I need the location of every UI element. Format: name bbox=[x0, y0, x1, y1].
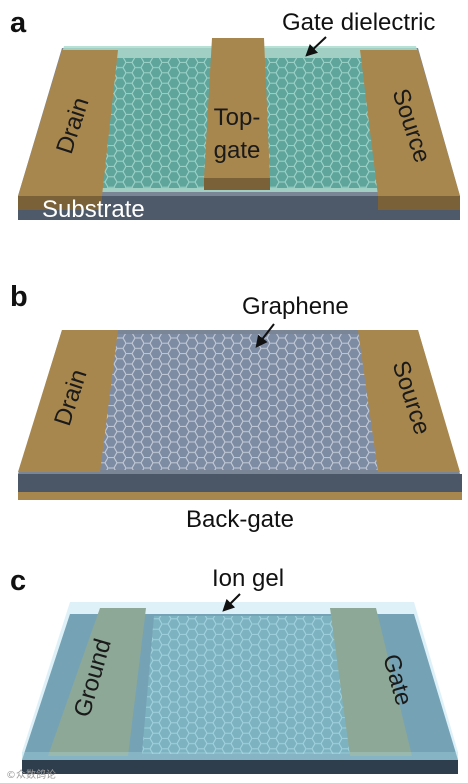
ion-gel-layer bbox=[22, 602, 458, 752]
graphene-lattice-b bbox=[98, 334, 382, 470]
top-gate-label-line2: gate bbox=[214, 137, 261, 164]
back-gate-layer bbox=[18, 492, 462, 500]
graphene-lattice-c bbox=[142, 616, 362, 754]
graphene-callout: Graphene bbox=[242, 293, 349, 320]
top-gate-electrode bbox=[204, 38, 270, 178]
panel-label-c: c bbox=[10, 565, 26, 597]
panel-label-b: b bbox=[10, 281, 28, 313]
ion-gel-arrow bbox=[222, 593, 241, 612]
substrate-b-side bbox=[18, 474, 462, 492]
ground-electrode bbox=[48, 608, 146, 756]
source-electrode bbox=[360, 50, 460, 196]
substrate-label: Substrate bbox=[42, 196, 145, 223]
graphene-arrow bbox=[255, 323, 275, 348]
top-gate-label-line1: Top- bbox=[214, 104, 261, 131]
gate-electrode-c bbox=[330, 608, 412, 756]
panel-a: a Drain Source Top- gate Substrate Gate … bbox=[10, 7, 460, 223]
drain-electrode-b bbox=[18, 330, 118, 472]
gate-dielectric-callout: Gate dielectric bbox=[282, 9, 435, 36]
panel-c: c Ground Gate Ion gel bbox=[10, 565, 458, 774]
back-gate-label: Back-gate bbox=[186, 506, 294, 533]
ion-gel-callout: Ion gel bbox=[212, 565, 284, 592]
panel-label-a: a bbox=[10, 7, 27, 39]
substrate-c-side bbox=[22, 760, 458, 774]
watermark: ©众数鸽论 bbox=[6, 768, 56, 781]
gate-dielectric-arrow bbox=[305, 36, 327, 57]
panel-b: b Drain Source Graphene Back-gate bbox=[10, 281, 462, 533]
source-electrode-b bbox=[358, 330, 460, 472]
drain-electrode bbox=[18, 50, 118, 196]
